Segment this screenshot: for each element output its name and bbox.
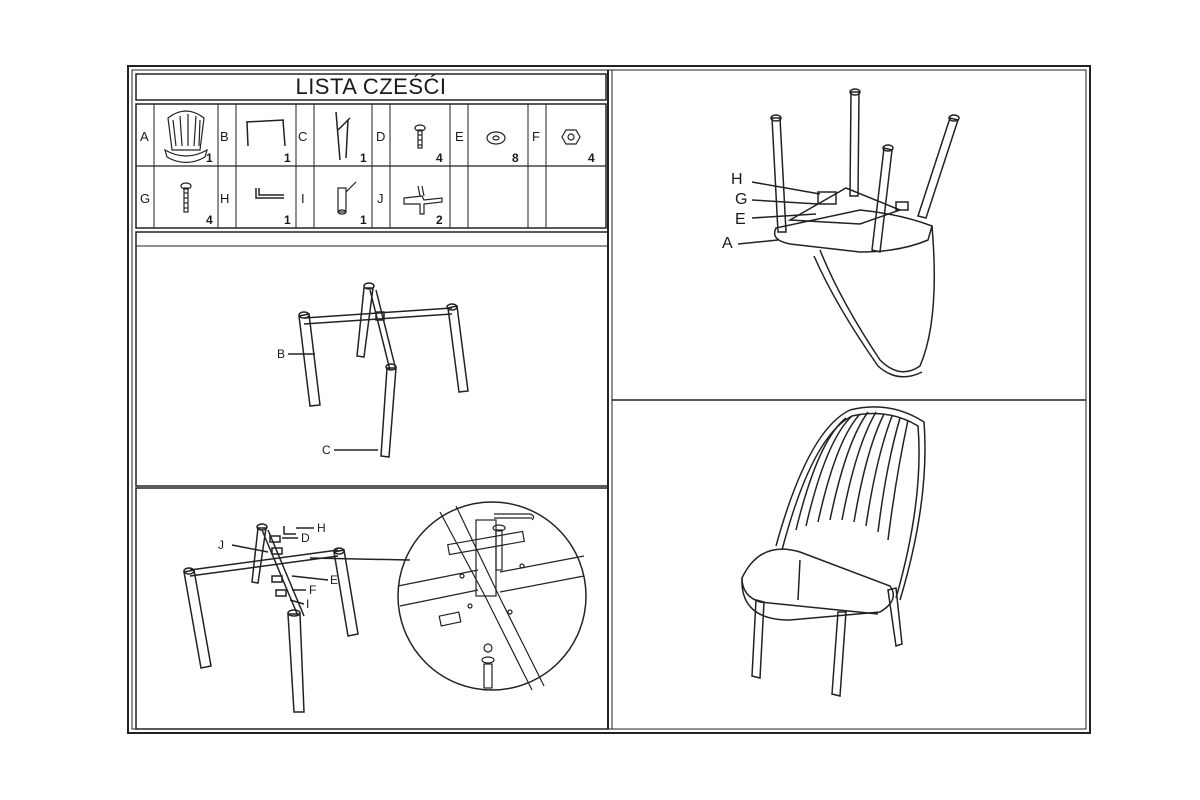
part-g-qty: 4 — [206, 213, 213, 227]
step3-callout-h: H — [731, 171, 743, 188]
nut-icon — [561, 129, 581, 145]
step3-callout-e: E — [735, 211, 746, 228]
title-box — [135, 73, 607, 101]
part-d-letter: D — [376, 129, 386, 144]
part-g-letter: G — [140, 191, 151, 206]
washer-icon — [486, 131, 506, 145]
part-j-qty: 2 — [436, 213, 443, 227]
part-f-qty: 4 — [588, 151, 595, 165]
step2-callout-e: E — [330, 573, 339, 587]
step3-inverted-chair-illustration — [737, 88, 960, 378]
step4-finished-chair-illustration — [741, 406, 926, 697]
part-b-qty: 1 — [284, 151, 291, 165]
part-j-letter: J — [377, 191, 384, 206]
part-i-qty: 1 — [360, 213, 367, 227]
step3-callout-a: A — [722, 235, 733, 252]
part-e-letter: E — [455, 129, 464, 144]
part-d-qty: 4 — [436, 151, 443, 165]
wrench-icon — [337, 181, 357, 215]
step2-callout-i: I — [306, 597, 310, 611]
leg-frame-c-icon — [335, 111, 351, 161]
step3-callout-g: G — [735, 191, 748, 208]
part-e-qty: 8 — [512, 151, 519, 165]
cross-bracket-icon — [403, 185, 443, 215]
part-i-letter: I — [301, 191, 305, 206]
step1-callout-b: B — [277, 347, 286, 361]
part-h-letter: H — [220, 191, 230, 206]
outer-border — [127, 65, 1091, 734]
step2-callout-f: F — [309, 583, 317, 597]
part-f-letter: F — [532, 129, 540, 144]
part-c-letter: C — [298, 129, 308, 144]
step1-callout-c: C — [322, 443, 331, 457]
screw-icon — [180, 182, 192, 213]
part-a-qty: 1 — [206, 151, 213, 165]
part-b-letter: B — [220, 129, 229, 144]
bolt-icon — [414, 124, 426, 149]
part-c-qty: 1 — [360, 151, 367, 165]
leg-frame-b-icon — [245, 119, 286, 147]
step1-leg-frame-illustration — [288, 282, 469, 458]
step2-assembly-illustration — [183, 501, 587, 713]
step1-panel — [135, 231, 609, 487]
parts-table — [135, 103, 607, 229]
part-a-letter: A — [140, 129, 149, 144]
allen-key-icon — [255, 188, 284, 199]
part-h-qty: 1 — [284, 213, 291, 227]
step2-callout-h: H — [317, 521, 326, 535]
step2-panel — [135, 487, 609, 730]
step2-callout-j: J — [218, 538, 224, 552]
detail-zoom-circle — [397, 501, 587, 691]
page-title: LISTA CZEŚĆI — [295, 74, 447, 99]
seat-icon — [164, 110, 208, 164]
step2-callout-d: D — [301, 531, 310, 545]
